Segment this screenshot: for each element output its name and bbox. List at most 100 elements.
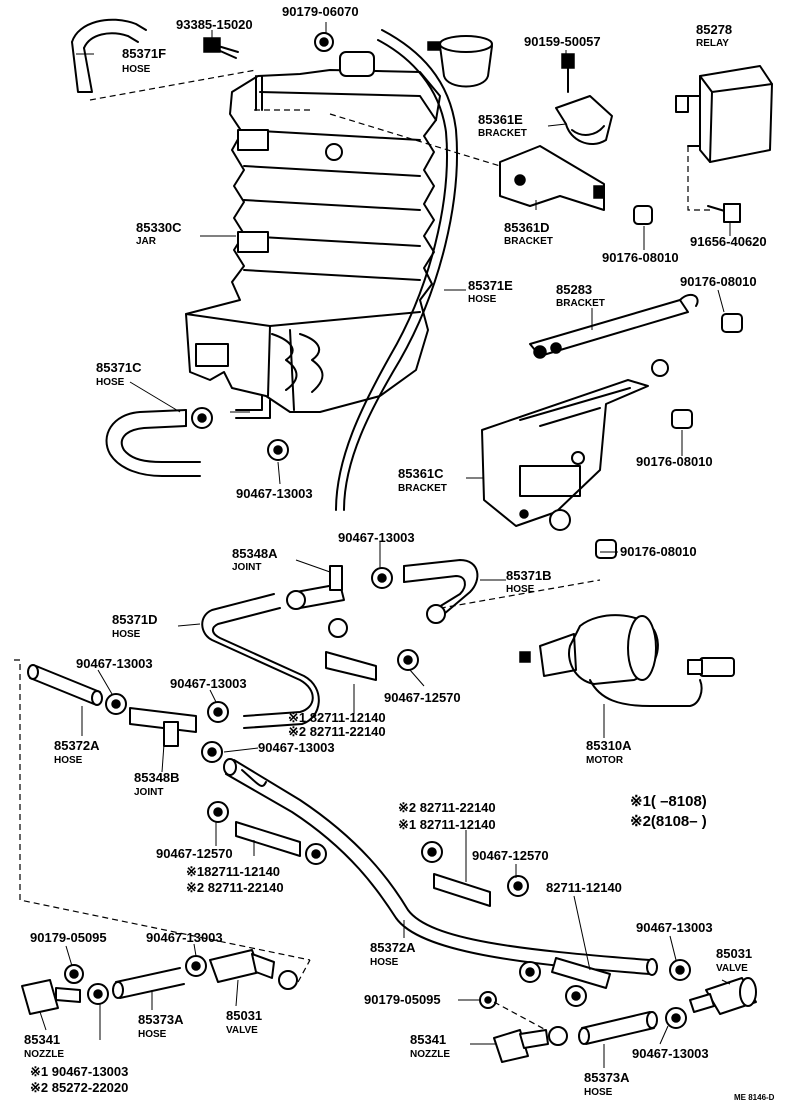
label-m1-90467-13003: ※1 90467-13003 xyxy=(30,1064,128,1079)
leader-lines xyxy=(39,22,731,1068)
label-nozzle-b: NOZZLE xyxy=(410,1049,450,1060)
clamp-90467-13003-f xyxy=(185,955,207,977)
label-85372A-b: 85372A xyxy=(370,940,416,955)
clamp-lower-mid xyxy=(421,841,443,863)
label-m2-82711-22140-a: ※2 82711-22140 xyxy=(288,724,386,739)
label-85310A: 85310A xyxy=(586,738,632,753)
clamp-right-low-2 xyxy=(565,985,587,1007)
bolt-91656-40620 xyxy=(707,203,741,223)
hose-85371F xyxy=(71,18,147,93)
bracket-85361D xyxy=(499,145,605,211)
clamp-90467-13003-a xyxy=(267,439,289,461)
clamp-90467-13003-h xyxy=(665,1007,687,1029)
clamp-90467-13003-d xyxy=(207,701,229,723)
nut-90176-08010-a xyxy=(633,205,653,225)
label-90176-08010-b: 90176-08010 xyxy=(680,274,757,289)
nozzle-85341-left xyxy=(21,979,81,1015)
bolt-93385-15020 xyxy=(203,37,239,59)
label-hose-B: HOSE xyxy=(506,584,535,595)
clamp-90467-12570-b xyxy=(207,801,229,823)
bracket-82711-right xyxy=(433,873,491,907)
label-90467-13003-d: 90467-13003 xyxy=(170,676,247,691)
bracket-85361E xyxy=(555,95,613,145)
nut-90176-08010-b xyxy=(721,313,743,333)
label-m1-82711-12140-a: ※1 82711-12140 xyxy=(288,710,386,725)
label-90176-08010-a: 90176-08010 xyxy=(602,250,679,265)
label-90467-12570-a: 90467-12570 xyxy=(384,690,461,705)
label-90467-12570-b: 90467-12570 xyxy=(156,846,233,861)
hose-85371C xyxy=(105,409,201,477)
hose-85373A-left xyxy=(112,967,185,999)
bolt-90159-50057 xyxy=(561,53,575,93)
label-valve-a: VALVE xyxy=(716,963,748,974)
label-hose-373b: HOSE xyxy=(584,1087,613,1098)
legend-2: ※2(8108– ) xyxy=(630,813,707,830)
label-85361D: 85361D xyxy=(504,220,550,235)
label-nozzle-a: NOZZLE xyxy=(24,1049,64,1060)
bracket-82711-left xyxy=(235,821,301,857)
label-85371E: 85371E xyxy=(468,278,513,293)
label-jar: JAR xyxy=(136,236,157,247)
label-85371F: 85371F xyxy=(122,46,166,61)
label-hose-E: HOSE xyxy=(468,294,497,305)
hose-85371B xyxy=(403,559,479,615)
washer-jar xyxy=(185,51,441,419)
bracket-82711-mid xyxy=(325,651,377,681)
label-bracket-D: BRACKET xyxy=(504,236,553,247)
label-90467-13003-f: 90467-13003 xyxy=(146,930,223,945)
label-90179-05095-b: 90179-05095 xyxy=(364,992,441,1007)
label-90467-13003-e: 90467-13003 xyxy=(258,740,335,755)
label-bracket-C: BRACKET xyxy=(398,483,447,494)
label-85348A: 85348A xyxy=(232,546,278,561)
label-bracket-E: BRACKET xyxy=(478,128,527,139)
nut-90179-05095-a xyxy=(64,964,84,984)
label-85371B: 85371B xyxy=(506,568,552,583)
nut-90176-08010-d xyxy=(595,539,617,559)
clamp-90467-12570-a xyxy=(397,649,419,671)
clamp-hose-B xyxy=(426,604,446,624)
clamp-90467-13003-e xyxy=(201,741,223,763)
hose-85372A-main xyxy=(223,758,658,976)
label-90176-08010-c: 90176-08010 xyxy=(636,454,713,469)
clamp-joint-b-1 xyxy=(105,693,127,715)
label-91656-40620: 91656-40620 xyxy=(690,234,767,249)
label-relay: RELAY xyxy=(696,38,729,49)
label-valve-b: VALVE xyxy=(226,1025,258,1036)
clamp-joint-a-left xyxy=(286,590,306,610)
label-85341-b: 85341 xyxy=(410,1032,446,1047)
hose-85373A-right xyxy=(578,1011,658,1045)
label-m2-85272-22020: ※2 85272-22020 xyxy=(30,1080,128,1095)
label-90179-06070: 90179-06070 xyxy=(282,4,359,19)
label-hose-373a: HOSE xyxy=(138,1029,167,1040)
bracket-82711-12140 xyxy=(551,957,611,989)
label-93385-15020: 93385-15020 xyxy=(176,17,253,32)
label-90179-05095-a: 90179-05095 xyxy=(30,930,107,945)
label-m2-82711-22140-b: ※2 82711-22140 xyxy=(398,800,496,815)
jar-cap xyxy=(427,35,493,88)
label-m1-82711-12140-b: ※1 82711-12140 xyxy=(398,817,496,832)
label-90176-08010-d: 90176-08010 xyxy=(620,544,697,559)
label-85031-a: 85031 xyxy=(716,946,752,961)
label-hose-372b: HOSE xyxy=(370,957,399,968)
label-90467-13003-b: 90467-13003 xyxy=(338,530,415,545)
valve-85031-right xyxy=(689,977,757,1015)
label-bracket-283: BRACKET xyxy=(556,298,605,309)
label-85371D: 85371D xyxy=(112,612,158,627)
label-82711-12140: 82711-12140 xyxy=(546,880,622,895)
nut-90179-05095-b xyxy=(479,991,497,1009)
hose-85372A-left xyxy=(27,664,103,706)
clamp-90467-13003-b xyxy=(371,567,393,589)
label-85278: 85278 xyxy=(696,22,732,37)
label-90467-13003-c: 90467-13003 xyxy=(76,656,153,671)
label-85373A-a: 85373A xyxy=(138,1012,184,1027)
label-90159-50057: 90159-50057 xyxy=(524,34,601,49)
label-85341-a: 85341 xyxy=(24,1032,60,1047)
bracket-85283 xyxy=(529,293,699,359)
footer-code: ME 8146-D xyxy=(734,1093,775,1102)
part-labels: 93385-15020 90179-06070 85371F HOSE 9015… xyxy=(24,4,775,1102)
label-90467-13003-h: 90467-13003 xyxy=(632,1046,709,1061)
clamp-jar-a xyxy=(191,407,213,429)
label-motor: MOTOR xyxy=(586,755,624,766)
